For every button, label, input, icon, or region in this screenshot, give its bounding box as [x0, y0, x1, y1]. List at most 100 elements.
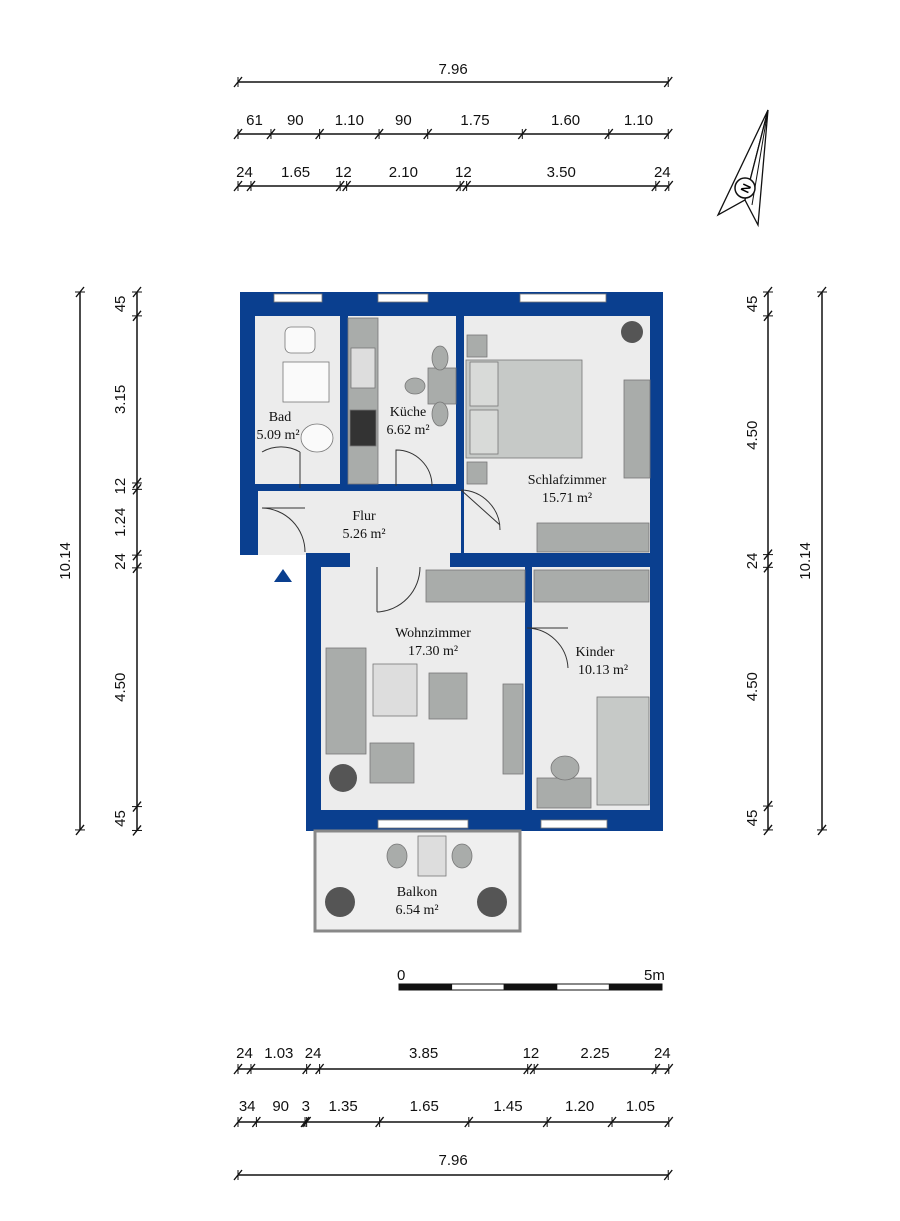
room-name-wohnzimmer: Wohnzimmer	[395, 626, 471, 641]
room-name-schlafzimmer: Schlafzimmer	[528, 473, 607, 488]
dimension-tick	[817, 824, 827, 836]
scale-segment	[398, 983, 453, 991]
scale-segment	[503, 983, 558, 991]
stove	[349, 409, 377, 447]
dimension-tick	[315, 128, 325, 140]
dimension-label: 45	[112, 296, 129, 313]
dimension-label: 3.15	[112, 385, 129, 414]
scale-segment	[451, 983, 505, 991]
dimension-tick	[132, 477, 142, 489]
dimension-tick	[529, 1063, 539, 1075]
dimension-label: 2.25	[580, 1045, 609, 1062]
dimension-tick	[266, 128, 276, 140]
kitchen-sink	[350, 347, 376, 389]
dimension-tick	[663, 128, 673, 140]
dimension-tick	[302, 1063, 312, 1075]
dimension-tick	[664, 1063, 674, 1075]
dimension-label: 3	[302, 1098, 310, 1115]
windows	[273, 293, 608, 829]
sofa	[325, 647, 367, 755]
scale-start-label: 0	[397, 967, 405, 984]
room-name-bad: Bad	[269, 410, 292, 425]
dimension-tick	[664, 180, 674, 192]
wardrobe-kids	[533, 569, 650, 603]
dimension-tick	[132, 286, 142, 298]
scale-end-label: 5m	[644, 967, 665, 984]
entrance-marker-icon	[274, 569, 292, 582]
dimension-tick	[455, 180, 465, 192]
floor-wohnzimmer-hall	[350, 553, 450, 573]
dimension-label: 1.10	[335, 112, 364, 129]
dimension-overall-label: 7.96	[439, 61, 468, 78]
dimension-tick	[763, 824, 773, 836]
dimension-label: 45	[744, 810, 761, 827]
dimension-tick	[246, 180, 256, 192]
dimension-label: 24	[305, 1045, 322, 1062]
armchair-2	[369, 742, 415, 784]
dimension-tick	[763, 549, 773, 561]
dimension-label: 2.10	[389, 164, 418, 181]
armchair-1	[428, 672, 468, 720]
dimension-label: 1.65	[410, 1098, 439, 1115]
dimension-tick	[233, 1063, 243, 1075]
dimension-overall-label: 10.14	[57, 542, 74, 580]
balcony-table	[417, 835, 447, 877]
dimension-tick	[315, 1063, 325, 1075]
plant-icons	[325, 321, 643, 917]
dimension-tick	[651, 1063, 661, 1075]
toilet	[284, 326, 316, 354]
dimension-label: 1.03	[264, 1045, 293, 1062]
wardrobe-bedroom	[623, 379, 651, 479]
dimension-tick	[335, 180, 345, 192]
dimension-tick	[523, 1063, 533, 1075]
dimension-label: 12	[455, 164, 472, 181]
dimension-tick	[604, 128, 614, 140]
dimension-label: 12	[335, 164, 352, 181]
dimension-tick	[462, 180, 472, 192]
dimension-tick	[342, 180, 352, 192]
room-area-balkon: 6.54 m²	[395, 903, 438, 918]
shower	[282, 361, 330, 403]
dimension-tick	[464, 1116, 474, 1128]
dimension-label: 24	[654, 1045, 671, 1062]
scale-segment	[556, 983, 610, 991]
dimension-tick	[664, 1116, 674, 1128]
dimension-tick	[75, 824, 85, 836]
kitchen-table	[427, 367, 457, 405]
dimension-label: 12	[523, 1045, 540, 1062]
dimension-tick	[132, 801, 142, 813]
room-labels: Bad 5.09 m² Küche 6.62 m² Schlafzimmer 1…	[256, 405, 628, 918]
furniture	[282, 317, 651, 877]
dimension-tick	[132, 310, 142, 322]
dimension-label: 4.50	[744, 421, 761, 450]
room-area-kinder: 10.13 m²	[578, 663, 628, 678]
dimension-tick	[233, 180, 243, 192]
dimension-tick	[423, 128, 433, 140]
dresser-bedroom	[536, 522, 650, 553]
dimension-label: 34	[239, 1098, 256, 1115]
dimension-tick	[132, 562, 142, 574]
dimension-label: 1.05	[626, 1098, 655, 1115]
dimension-tick	[374, 128, 384, 140]
dimension-tick	[300, 1116, 310, 1128]
kids-bed	[596, 696, 650, 806]
dimension-label: 24	[744, 553, 761, 570]
room-area-flur: 5.26 m²	[342, 527, 385, 542]
dimension-tick	[663, 1169, 673, 1181]
dimension-label: 4.50	[744, 672, 761, 701]
dimension-tick	[651, 180, 661, 192]
dimension-tick	[246, 1063, 256, 1075]
dimension-tick	[663, 76, 673, 88]
room-area-kueche: 6.62 m²	[386, 423, 429, 438]
dimension-label: 1.24	[112, 508, 129, 537]
wardrobe-living	[425, 569, 526, 603]
coffee-table	[372, 663, 418, 717]
dimension-label: 24	[654, 164, 671, 181]
dimension-tick	[817, 286, 827, 298]
room-name-balkon: Balkon	[397, 885, 437, 900]
scale-segment	[608, 983, 663, 991]
dimension-tick	[233, 76, 243, 88]
dimension-label: 1.75	[460, 112, 489, 129]
dimension-tick	[75, 286, 85, 298]
